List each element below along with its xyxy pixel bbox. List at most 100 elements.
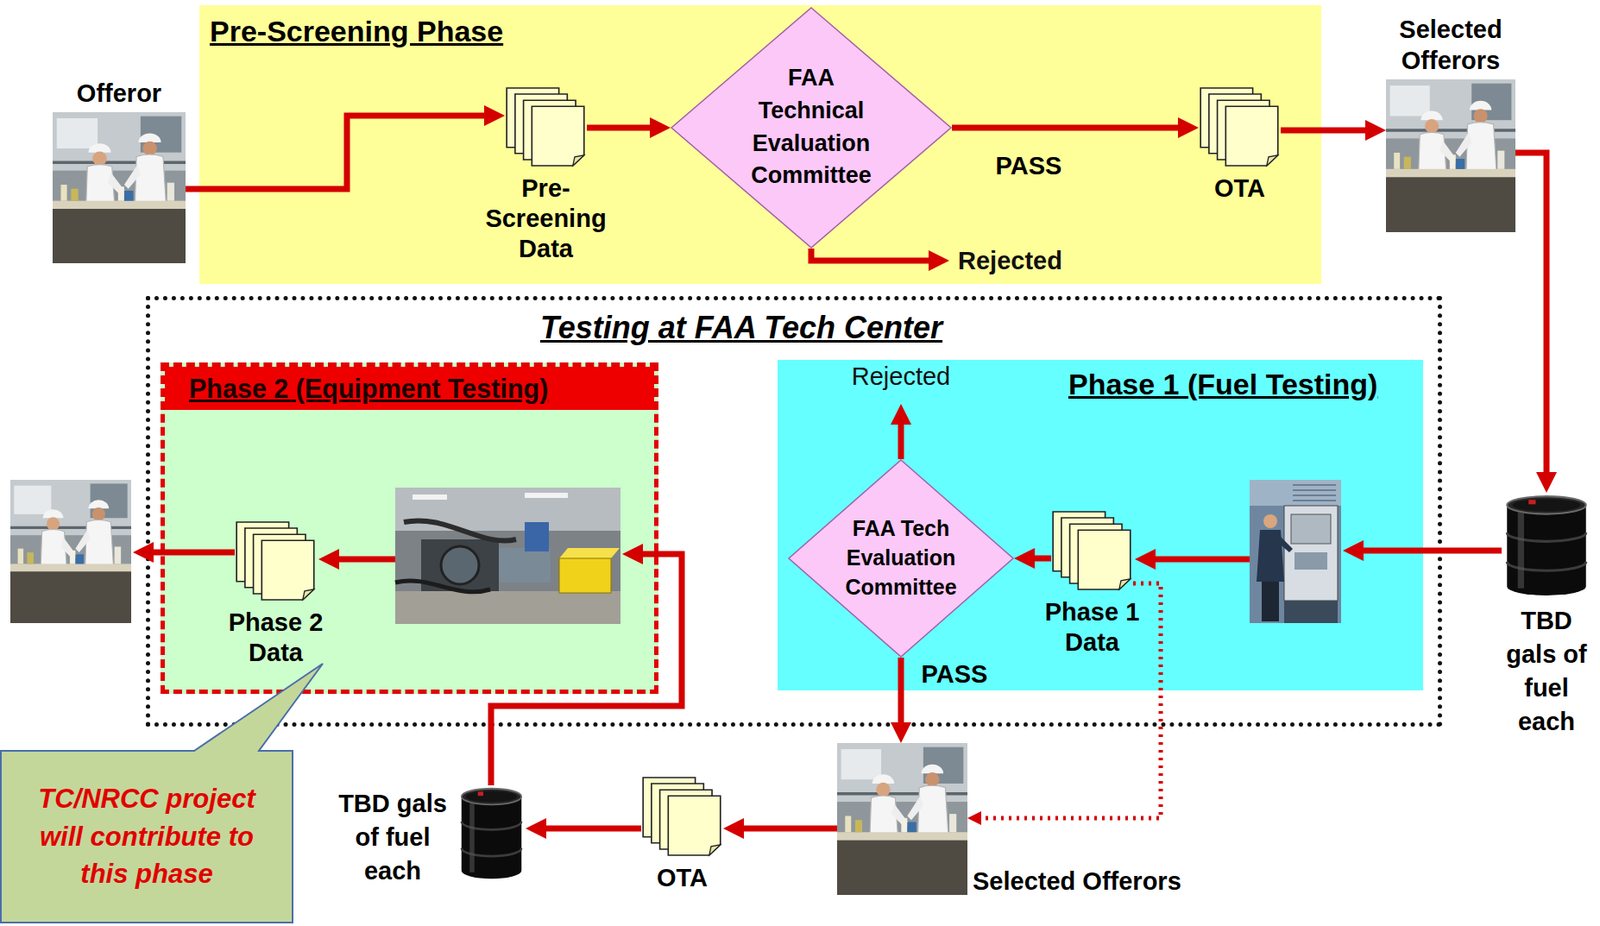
- label-slot: TC/NRCC project will contribute to this …: [0, 749, 294, 924]
- phase-box: FAA Tech Evaluation CommitteePhase 1 Dat…: [777, 359, 1424, 691]
- label-slot: FAA Technical Evaluation Committee: [737, 62, 885, 193]
- fuel-test-photo: [1294, 552, 1328, 570]
- offeror-photo-art: [52, 112, 186, 264]
- flow-arrow: [811, 248, 929, 261]
- flow-arrow: [898, 657, 905, 723]
- fuel-test-photo: [1256, 529, 1285, 582]
- fuel-test-photo: [1263, 514, 1278, 529]
- flow-arrow: [1280, 127, 1366, 134]
- document-stack-icon: [506, 88, 585, 166]
- fuel-test-photo: [1249, 479, 1342, 624]
- offeror-photo-icon: [52, 112, 186, 264]
- flow-arrow: [339, 556, 396, 563]
- phase-band: Pre- Screening Data FAA Technical Evaluat…: [199, 5, 1322, 284]
- fuel-test-photo: [1292, 485, 1336, 501]
- document-stack-art: [641, 775, 724, 858]
- label-slot: FAA Tech Evaluation Committee: [840, 514, 962, 602]
- equipment-test-photo: [395, 487, 621, 531]
- callout-text: TC/NRCC project will contribute to this …: [13, 780, 280, 893]
- label-slot: Offeror: [76, 78, 162, 109]
- label-slot: OTA: [1214, 173, 1266, 204]
- fuel-test-photo: [1284, 505, 1338, 601]
- equipment-test-photo: [395, 591, 621, 624]
- document-stack-art: [1198, 86, 1281, 169]
- edge-label: PASS: [995, 152, 1063, 181]
- document-stack-icon: [1052, 511, 1131, 590]
- offeror-photo: Selected Offerors: [837, 743, 968, 895]
- label-slot: PASS: [921, 661, 989, 689]
- document-stack-icon: [236, 522, 315, 600]
- flow-arrow: [153, 549, 235, 556]
- node-label: Offeror: [76, 78, 162, 109]
- fuel-barrel: TBD gals of fuel each: [1501, 492, 1592, 599]
- callout-shape: [0, 663, 323, 923]
- flow-arrow: [491, 554, 682, 786]
- fuel-test-photo: [1291, 514, 1331, 544]
- document-stack-art: [234, 520, 317, 603]
- heading-slot: Testing at FAA Tech Center: [540, 308, 943, 347]
- decision-diamond: FAA Technical Evaluation Committee: [670, 6, 952, 249]
- edge-label: PASS: [921, 661, 989, 689]
- node-label: Selected Offerors: [972, 865, 1182, 897]
- node-label: Pre- Screening Data: [481, 173, 612, 264]
- node-label: Selected Offerors: [1373, 13, 1529, 77]
- decision-diamond-shape: [670, 6, 952, 249]
- result-photo: [10, 479, 132, 624]
- equipment-test-photo: [395, 580, 491, 593]
- fuel-barrel-art: [1501, 492, 1592, 599]
- fuel-barrel-icon: [1506, 496, 1587, 596]
- label-slot: TBD gals of fuel each: [1501, 604, 1593, 740]
- flow-arrow: [951, 125, 1178, 132]
- flow-arrow: [546, 825, 642, 832]
- node-label: Phase 1 Data: [1036, 597, 1149, 658]
- heading-slot: Pre-Screening Phase: [209, 13, 504, 50]
- equipment-test-photo: [524, 492, 568, 498]
- heading-slot: Phase 2 (Equipment Testing): [164, 366, 655, 410]
- outcome-label: Rejected: [957, 247, 1063, 276]
- heading-slot: Phase 1 (Fuel Testing): [1068, 366, 1378, 403]
- label-slot: TBD gals of fuel each: [336, 787, 449, 889]
- fuel-test-photo: [1261, 581, 1279, 622]
- document-stack: Phase 2 Data: [234, 520, 317, 603]
- node-label: TBD gals of fuel each: [1501, 604, 1593, 740]
- node-label: TBD gals of fuel each: [336, 787, 449, 889]
- flow-arrow: [1034, 555, 1052, 562]
- dotted-flow-arrow: [981, 583, 1161, 819]
- section-heading: Testing at FAA Tech Center: [540, 308, 943, 347]
- document-stack-art: [504, 86, 587, 169]
- flow-arrow: [185, 115, 485, 189]
- equipment-test-photo: [559, 558, 612, 593]
- outcome-label: Rejected: [851, 363, 951, 391]
- fuel-test-photo: [1249, 479, 1342, 624]
- label-slot: PASS: [995, 152, 1063, 181]
- equipment-test-photo: [524, 522, 549, 552]
- label-slot: Phase 2 Data: [220, 607, 333, 668]
- equipment-test-photo: [421, 539, 499, 592]
- flow-arrow: [743, 825, 838, 832]
- flow-arrow: [1155, 556, 1250, 563]
- document-stack-icon: [642, 777, 721, 856]
- decision-diamond-shape: [788, 459, 1014, 657]
- label-slot: Phase 1 Data: [1036, 597, 1149, 658]
- decision-diamond: FAA Tech Evaluation Committee: [787, 459, 1015, 658]
- fuel-test-photo: [1284, 600, 1338, 624]
- flow-arrow: [153, 248, 1502, 786]
- document-stack: OTA: [1198, 86, 1281, 169]
- document-stack-art: [1051, 510, 1134, 593]
- document-stack-icon: [1200, 88, 1279, 166]
- phase-box: Phase 2 Data Phase 2 (Equipment Testing): [160, 362, 659, 694]
- label-slot: Selected Offerors: [1373, 13, 1529, 77]
- fuel-test-photo: [1277, 535, 1293, 553]
- document-stack: Pre- Screening Data: [504, 86, 587, 169]
- offeror-photo-art: [1385, 79, 1516, 233]
- document-stack: Phase 1 Data: [1051, 510, 1134, 593]
- equipment-test-photo: [395, 487, 621, 624]
- node-label: Phase 2 Data: [220, 607, 333, 668]
- offeror-photo: Offeror: [52, 112, 186, 264]
- equipment-test-photo: [440, 546, 479, 585]
- diamond-label: FAA Tech Evaluation Committee: [840, 514, 962, 602]
- flow-arrow: [898, 424, 905, 460]
- callout-box: TC/NRCC project will contribute to this …: [0, 749, 294, 924]
- section-heading: Pre-Screening Phase: [209, 13, 504, 50]
